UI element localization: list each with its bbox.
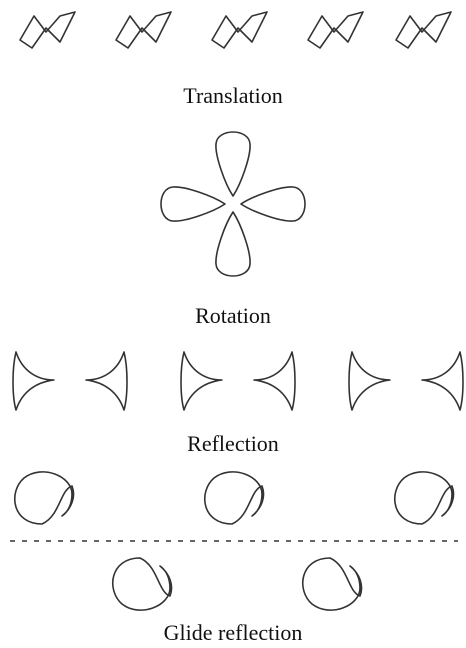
translation-motif	[395, 11, 452, 49]
reflection-row	[12, 351, 464, 411]
glide-motif-upper	[203, 471, 265, 525]
translation-caption: Translation	[183, 83, 282, 108]
glide-reflection-figure	[10, 471, 458, 611]
rotation-petal	[215, 131, 251, 197]
reflection-caption: Reflection	[187, 431, 279, 456]
glide-motif-upper	[393, 471, 455, 525]
translation-motif	[307, 11, 364, 49]
rotation-caption: Rotation	[195, 303, 271, 328]
rotation-petal	[160, 186, 226, 222]
rotation-petal	[215, 211, 251, 277]
reflection-motif	[348, 351, 391, 411]
reflection-motif-mirrored	[85, 351, 128, 411]
translation-row	[19, 11, 452, 49]
glide-reflection-caption: Glide reflection	[164, 620, 303, 645]
reflection-motif	[12, 351, 55, 411]
reflection-motif-mirrored	[253, 351, 296, 411]
glide-motif-lower	[111, 557, 173, 611]
glide-motif-upper	[13, 471, 75, 525]
glide-motif-lower	[301, 557, 363, 611]
rotation-figure	[160, 131, 306, 277]
reflection-motif-mirrored	[421, 351, 464, 411]
translation-motif	[19, 11, 76, 49]
rotation-petal	[240, 186, 306, 222]
translation-motif	[115, 11, 172, 49]
translation-motif	[211, 11, 268, 49]
reflection-motif	[180, 351, 223, 411]
